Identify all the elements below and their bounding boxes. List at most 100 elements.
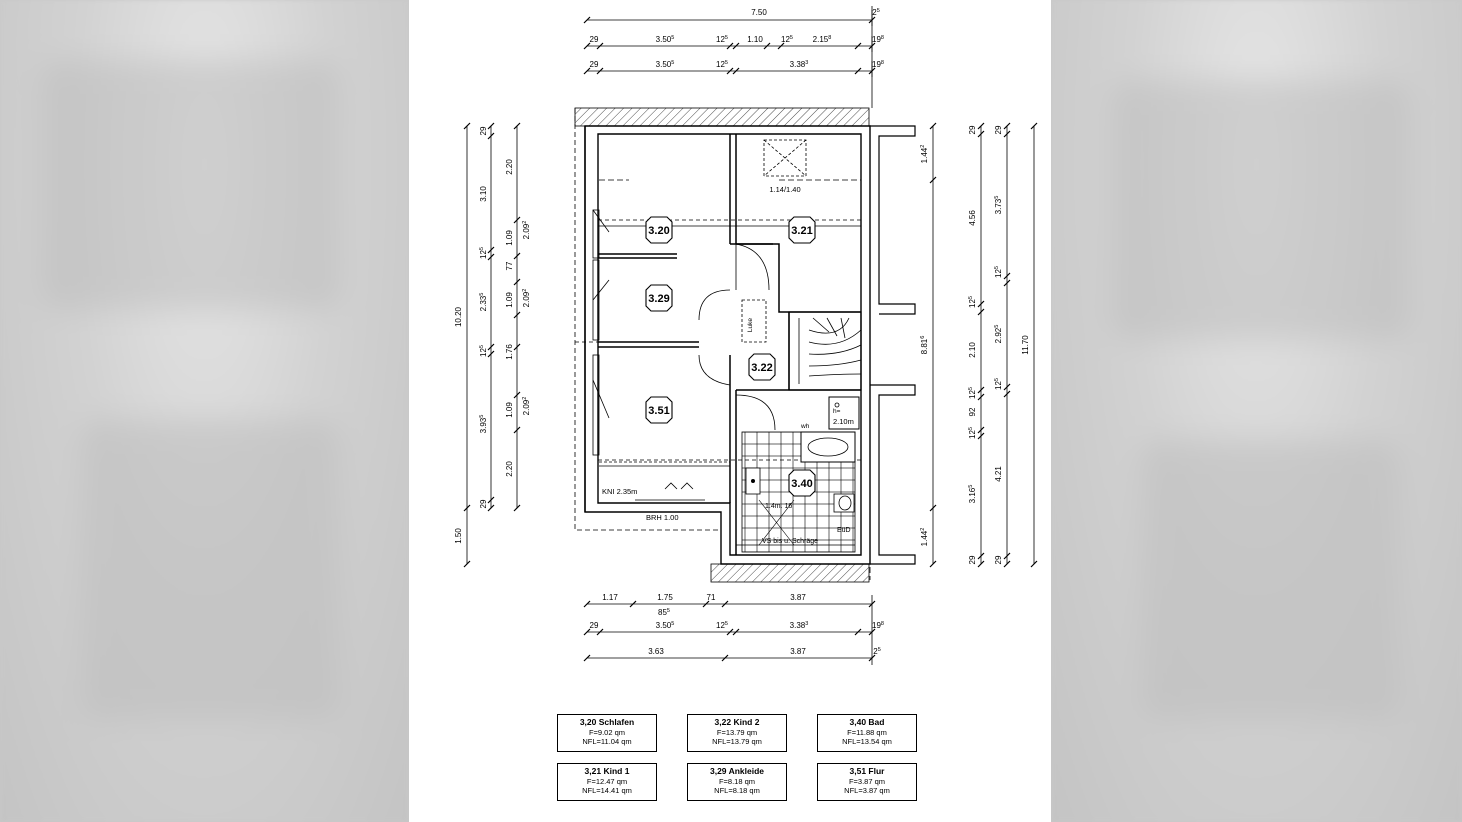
dimension-tick: [929, 176, 937, 184]
dimension-tick: [513, 216, 521, 224]
dimension-tick: [977, 386, 985, 394]
dimension-label: 125: [716, 35, 728, 44]
dimension-tick: [1003, 122, 1011, 130]
dimension-tick: [977, 426, 985, 434]
dimension-tick: [1003, 383, 1011, 391]
roof-edge-hatch-bottom: [710, 563, 870, 583]
dimension-tick: [726, 67, 734, 75]
room-tag-3-20: 3.20: [645, 216, 673, 244]
dimension-tick: [513, 252, 521, 260]
dimension-tick: [487, 253, 495, 261]
room-tag-octagon: [788, 216, 816, 244]
dimension-label: 29: [968, 125, 977, 134]
dimension-tick: [513, 504, 521, 512]
legend-title: 3,22 Kind 2: [714, 717, 760, 727]
dimension-tick: [1003, 552, 1011, 560]
dimension-tick: [1030, 560, 1038, 568]
dimension-label: 1.50: [454, 528, 463, 544]
dimension-label: 125: [968, 387, 977, 399]
dimension-tick: [977, 560, 985, 568]
dimension-label: 3.505: [656, 60, 675, 69]
dimension-label: 92: [968, 407, 977, 416]
dimension-label: 125: [781, 35, 793, 44]
dimension-label: 3.383: [790, 621, 809, 630]
dimension-tick: [929, 122, 937, 130]
dimension-label: 29: [590, 60, 599, 69]
dimension-label: 2.20: [505, 159, 514, 175]
legend-room-3-21: 3,21 Kind 1 F=12.47 qm NFL=14.41 qm: [557, 763, 657, 801]
dimension-label: 1.09: [505, 402, 514, 418]
dimension-tick: [463, 122, 471, 130]
blurred-background-right: [1051, 0, 1462, 822]
legend-nfl: NFL=8.18 qm: [714, 786, 760, 795]
dimension-label: 25: [872, 8, 880, 17]
dimension-label: 125: [479, 345, 488, 357]
dimension-label: 198: [872, 621, 884, 630]
dimension-tick: [596, 67, 604, 75]
dimension-label: 2.335: [479, 293, 488, 312]
legend-area: F=13.79 qm: [716, 728, 758, 737]
legend-room-3-29: 3,29 Ankleide F=8.18 qm NFL=8.18 qm: [687, 763, 787, 801]
dimension-tick: [732, 628, 740, 636]
dimension-label: 1.442: [920, 528, 929, 547]
dimension-label: 7.50: [751, 8, 767, 17]
dimension-tick: [777, 42, 785, 50]
dimension-label: 29: [968, 555, 977, 564]
legend-nfl: NFL=13.54 qm: [842, 737, 892, 746]
dimension-tick: [583, 67, 591, 75]
dimension-label: 1.09: [505, 230, 514, 246]
dimension-tick: [463, 504, 471, 512]
dimension-label: 855: [658, 608, 670, 617]
wardrobe-lines: [575, 179, 861, 467]
dimension-tick: [596, 628, 604, 636]
dimension-label: 2.092: [522, 289, 531, 308]
legend-title: 3,29 Ankleide: [709, 766, 765, 776]
legend-title: 3,51 Flur: [849, 766, 885, 776]
dimension-tick: [763, 42, 771, 50]
dimension-label: 125: [716, 621, 728, 630]
room-tag-3-21: 3.21: [788, 216, 816, 244]
dimension-tick: [513, 391, 521, 399]
dimension-label: 1.09: [505, 292, 514, 308]
dimension-label: 4.56: [968, 210, 977, 226]
dimension-tick: [583, 600, 591, 608]
dimension-label: 1.442: [920, 145, 929, 164]
dimension-lines: [463, 6, 1038, 665]
dimension-label: 198: [872, 60, 884, 69]
room-tag-octagon: [645, 396, 673, 424]
dimension-label: 125: [994, 378, 1003, 390]
legend-area: F=8.18 qm: [718, 777, 756, 786]
dimension-label: 125: [716, 60, 728, 69]
dimension-tick: [1003, 560, 1011, 568]
bath-note: 1.4m. 16: [765, 503, 792, 510]
dimension-label: 3.505: [656, 621, 675, 630]
dimension-label: 3.935: [479, 415, 488, 434]
room-tag-octagon: [748, 353, 776, 381]
dimension-label: 1.75: [657, 593, 673, 602]
dimension-tick: [726, 42, 734, 50]
dimension-tick: [977, 308, 985, 316]
staircase: [788, 311, 862, 391]
dimension-tick: [1003, 130, 1011, 138]
dimension-tick: [487, 132, 495, 140]
slope-note: VS bis u. Schräge: [762, 538, 818, 545]
dimension-label: 71: [707, 593, 716, 602]
legend-room-3-51: 3,51 Flur F=3.87 qm NFL=3.87 qm: [817, 763, 917, 801]
eue-label: EüD: [837, 527, 851, 534]
dimension-label: 3.505: [656, 35, 675, 44]
dimension-tick: [487, 246, 495, 254]
dimension-tick: [977, 393, 985, 401]
dimension-tick: [629, 600, 637, 608]
dimension-tick: [732, 67, 740, 75]
dimension-label: 77: [505, 261, 514, 270]
dimension-tick: [929, 504, 937, 512]
shower-height-value: 2.10m: [833, 417, 854, 426]
dimension-label: 2.158: [813, 35, 832, 44]
shower-height-label: h=: [833, 408, 841, 415]
dimension-tick: [513, 343, 521, 351]
dimension-label: 3.10: [479, 186, 488, 202]
dimension-label: 2.925: [994, 325, 1003, 344]
dimension-label: 29: [590, 35, 599, 44]
dimension-label: 29: [994, 555, 1003, 564]
dimension-tick: [596, 42, 604, 50]
